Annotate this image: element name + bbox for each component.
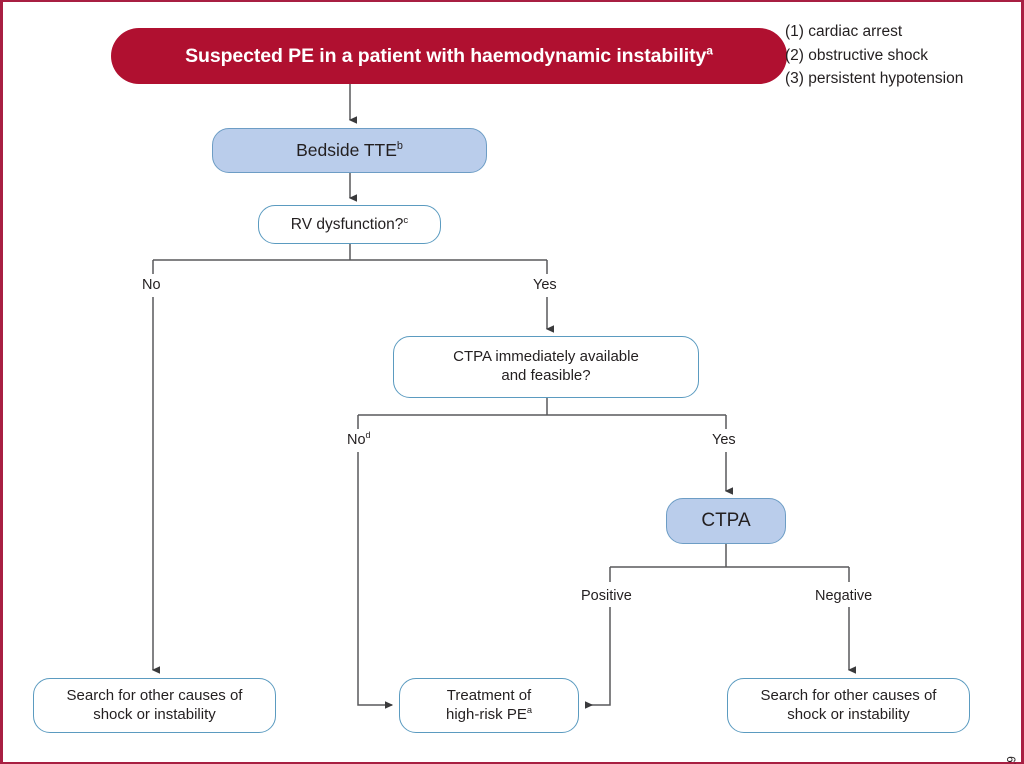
footnote-marker-c: c [403, 214, 409, 226]
copyright-notice: ©ESC 2019 [1007, 756, 1019, 764]
footnote-marker-d: d [365, 430, 371, 441]
node-bedside-tte-label: Bedside TTEb [296, 140, 403, 160]
annotation-item-2: (2) obstructive shock [785, 46, 928, 64]
edge-positive-to-treatment [585, 607, 611, 709]
node-outcome-left-line1: Search for other causes of [66, 686, 243, 704]
edge-label-ctpa-no: Nod [347, 430, 371, 448]
node-suspected-pe: Suspected PE in a patient with haemodyna… [111, 28, 787, 84]
annotation-item-3: (3) persistent hypotension [785, 70, 964, 88]
edge-label-rv-yes: Yes [533, 277, 557, 293]
footnote-marker-a-treatment: a [526, 704, 533, 715]
edge-label-ctpa-negative: Negative [815, 588, 873, 604]
node-outcome-right: Search for other causes of shock or inst… [727, 678, 970, 733]
node-ctpa-available-line2: and feasible? [501, 367, 591, 384]
node-outcome-treatment: Treatment of high-risk PEa [399, 678, 579, 733]
node-outcome-treatment-line2: high-risk PEa [445, 704, 533, 723]
node-suspected-pe-label: Suspected PE in a patient with haemodyna… [185, 43, 713, 67]
node-ctpa: CTPA [666, 498, 786, 544]
connector-layer [151, 84, 856, 709]
node-outcome-treatment-line1: Treatment of [446, 686, 532, 704]
edge-label-ctpa-yes: Yes [712, 432, 736, 448]
edge-ctpa-no-to-treatment [357, 452, 394, 709]
footnote-marker-a: a [706, 43, 713, 57]
node-ctpa-available-line1: CTPA immediately available [453, 348, 639, 366]
node-bedside-tte: Bedside TTEb [212, 128, 487, 173]
edge-label-rv-no: No [142, 277, 161, 293]
edge-label-ctpa-positive: Positive [581, 588, 632, 604]
footnote-marker-b: b [396, 140, 403, 153]
annotation-list: (1) cardiac arrest (2) obstructive shock… [785, 20, 963, 91]
node-rv-dysfunction-label: RV dysfunction?c [290, 214, 409, 233]
flowchart-canvas: Suspected PE in a patient with haemodyna… [3, 2, 1021, 764]
node-outcome-right-line2: shock or instability [787, 705, 910, 723]
node-rv-dysfunction: RV dysfunction?c [258, 205, 441, 244]
node-outcome-left: Search for other causes of shock or inst… [33, 678, 276, 733]
annotation-item-1: (1) cardiac arrest [785, 23, 903, 40]
node-ctpa-label: CTPA [701, 510, 751, 531]
node-outcome-left-line2: shock or instability [93, 705, 216, 723]
node-ctpa-available: CTPA immediately available and feasible? [393, 336, 699, 398]
node-outcome-right-line1: Search for other causes of [760, 686, 937, 704]
